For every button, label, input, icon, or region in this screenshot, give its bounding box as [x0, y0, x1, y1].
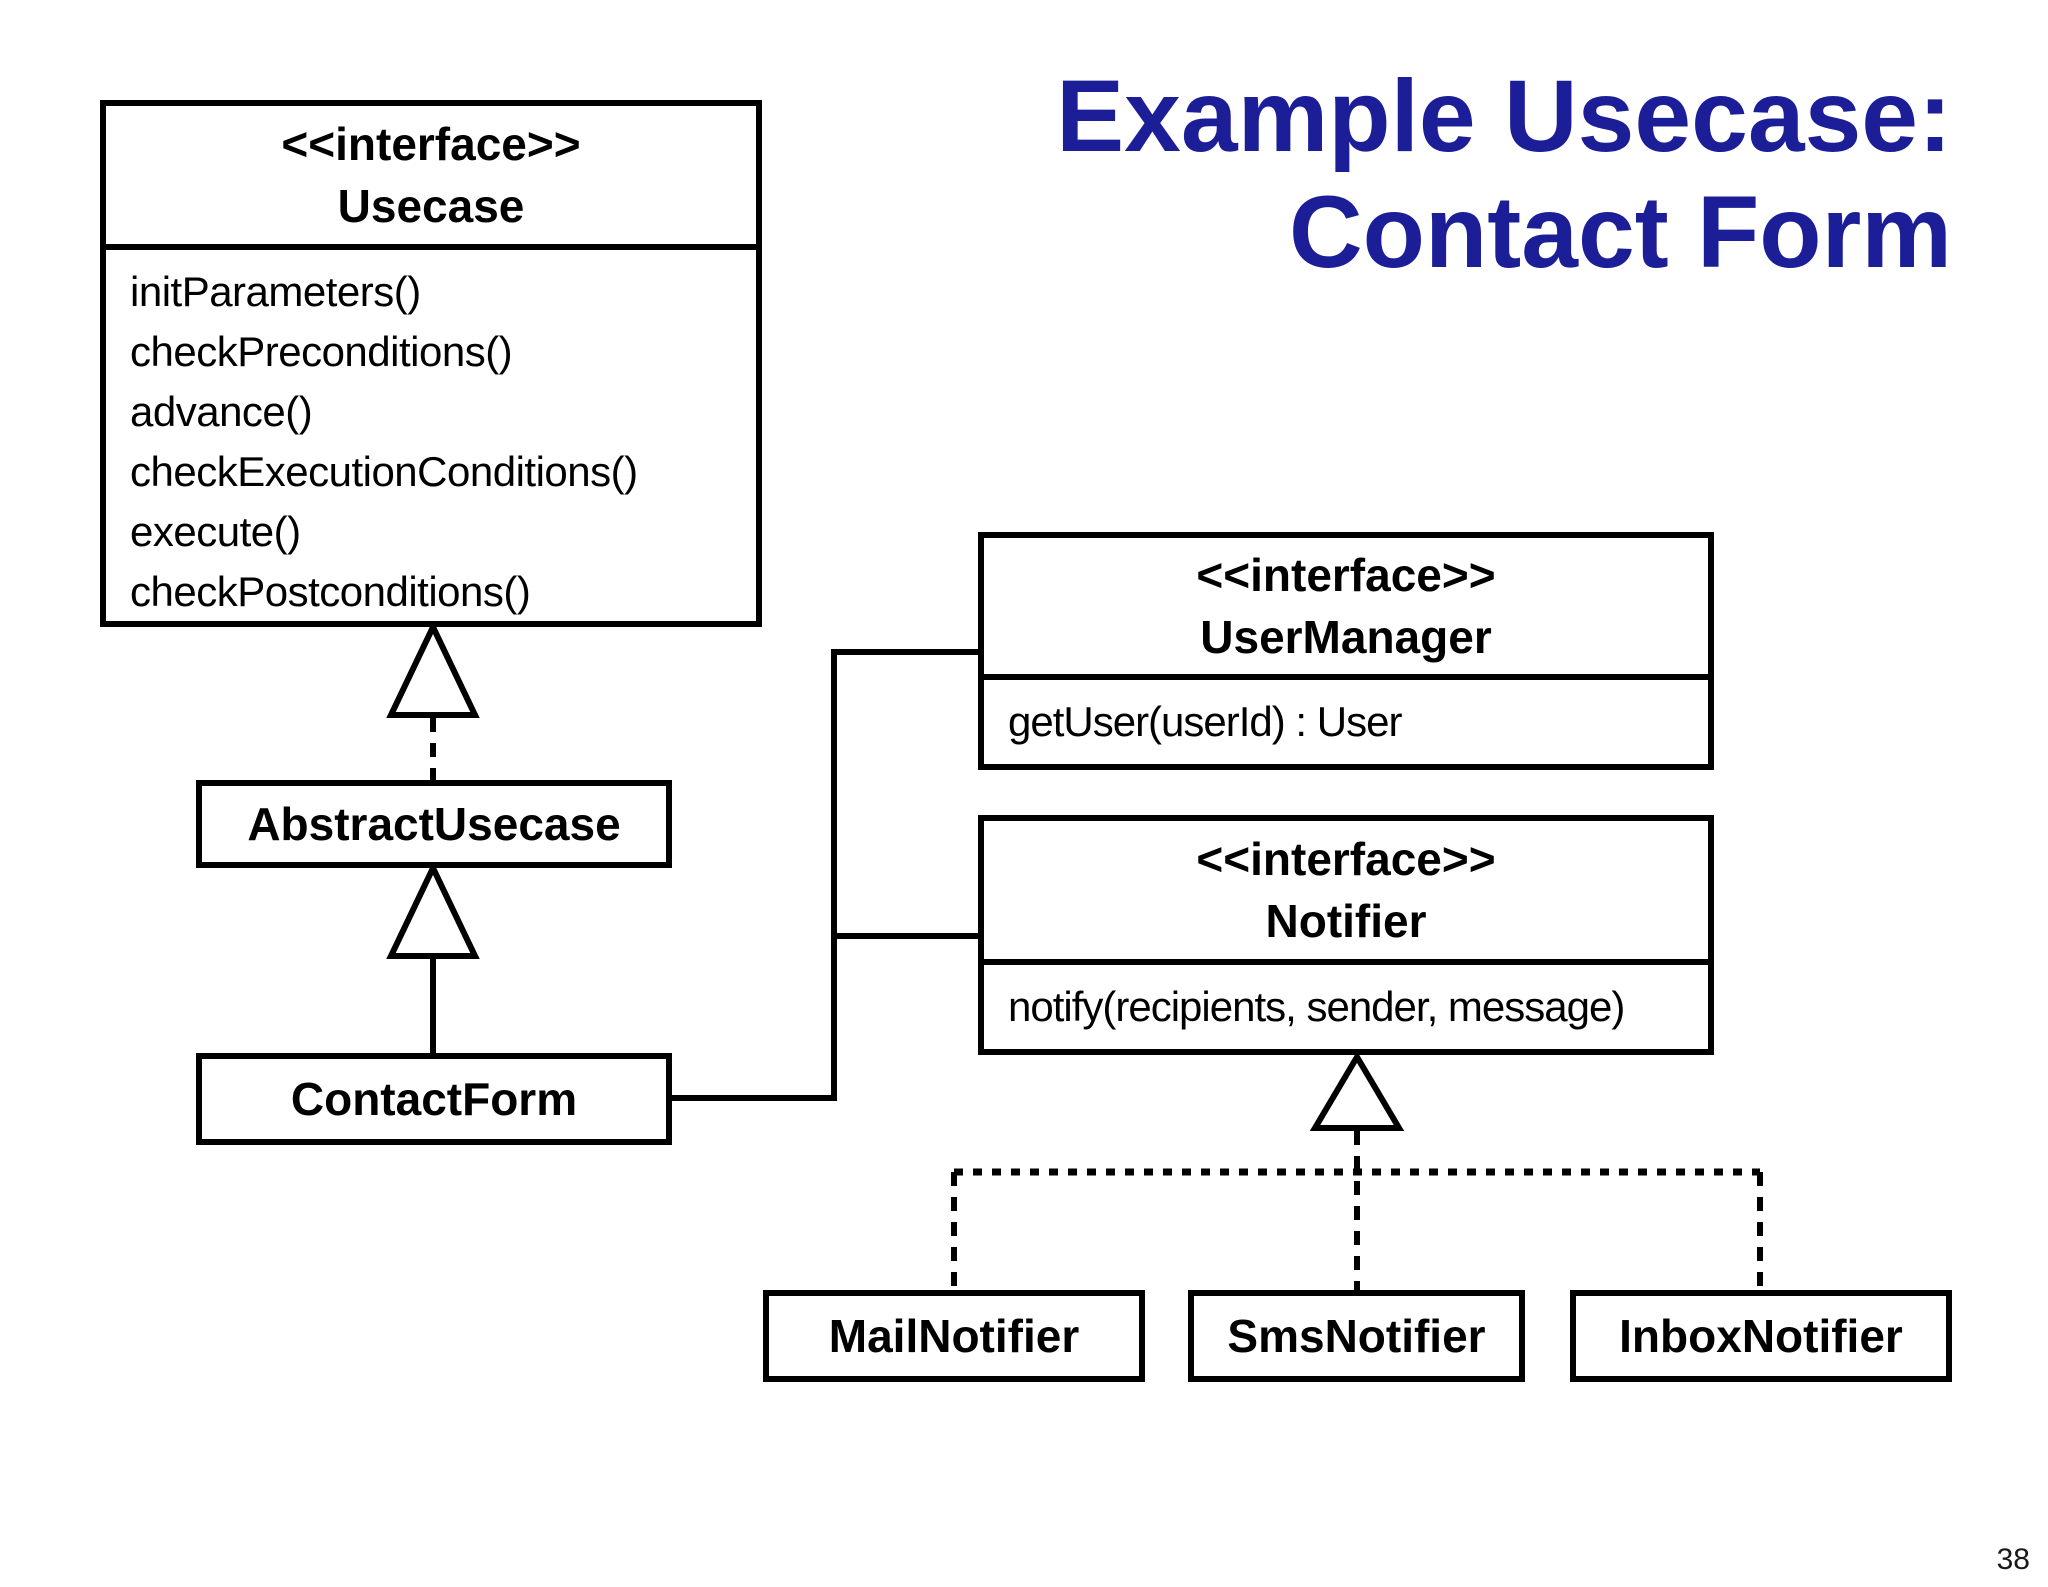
stereotype-label: <<interface>> [1196, 549, 1496, 601]
method-label: notify(recipients, sender, message) [1008, 983, 1625, 1030]
association-line-contactform-usermanager [670, 649, 978, 1101]
class-name-mailnotifier: MailNotifier [828, 1310, 1080, 1362]
page-number: 38 [1996, 1543, 2030, 1576]
slide-title-line1: Example Usecase: [1056, 59, 1952, 173]
realization-triangle-usecase [386, 620, 480, 718]
class-header-usermanager: <<interface>> UserManager [984, 538, 1708, 680]
class-methods-notifier: notify(recipients, sender, message) [984, 965, 1708, 1049]
method-label: getUser(userId) : User [1008, 698, 1402, 745]
class-name-smsnotifier: SmsNotifier [1227, 1310, 1486, 1362]
slide-title: Example Usecase: Contact Form [1056, 58, 1952, 290]
realization-triangle-notifier [1309, 1051, 1405, 1131]
class-box-abstractusecase: AbstractUsecase [196, 780, 672, 868]
class-name-inboxnotifier: InboxNotifier [1619, 1310, 1903, 1362]
class-box-usecase: <<interface>> Usecase initParameters() c… [100, 100, 762, 627]
generalization-triangle-abstractusecase [386, 861, 480, 959]
method-label: initParameters() [130, 268, 421, 315]
slide-title-line2: Contact Form [1289, 175, 1952, 289]
method-label: checkPostconditions() [130, 568, 531, 615]
method-label: advance() [130, 388, 313, 435]
class-header-usecase: <<interface>> Usecase [106, 106, 756, 250]
method-label: checkExecutionConditions() [130, 448, 638, 495]
class-box-smsnotifier: SmsNotifier [1188, 1290, 1525, 1382]
class-name-notifier: Notifier [1265, 895, 1427, 947]
class-box-usermanager: <<interface>> UserManager getUser(userId… [978, 532, 1714, 770]
class-methods-usermanager: getUser(userId) : User [984, 680, 1708, 764]
class-box-notifier: <<interface>> Notifier notify(recipients… [978, 815, 1714, 1055]
class-name-usermanager: UserManager [1200, 611, 1492, 663]
method-label: checkPreconditions() [130, 328, 513, 375]
class-box-inboxnotifier: InboxNotifier [1570, 1290, 1952, 1382]
class-name-abstractusecase: AbstractUsecase [247, 798, 621, 850]
class-name-contactform: ContactForm [290, 1073, 578, 1125]
class-box-contactform: ContactForm [196, 1053, 672, 1145]
class-box-mailnotifier: MailNotifier [763, 1290, 1145, 1382]
class-name-usecase: Usecase [337, 180, 525, 232]
class-methods-usecase: initParameters() checkPreconditions() ad… [106, 250, 756, 622]
class-header-notifier: <<interface>> Notifier [984, 821, 1708, 965]
stereotype-label: <<interface>> [1196, 833, 1496, 885]
stereotype-label: <<interface>> [281, 118, 581, 170]
method-label: execute() [130, 508, 301, 555]
